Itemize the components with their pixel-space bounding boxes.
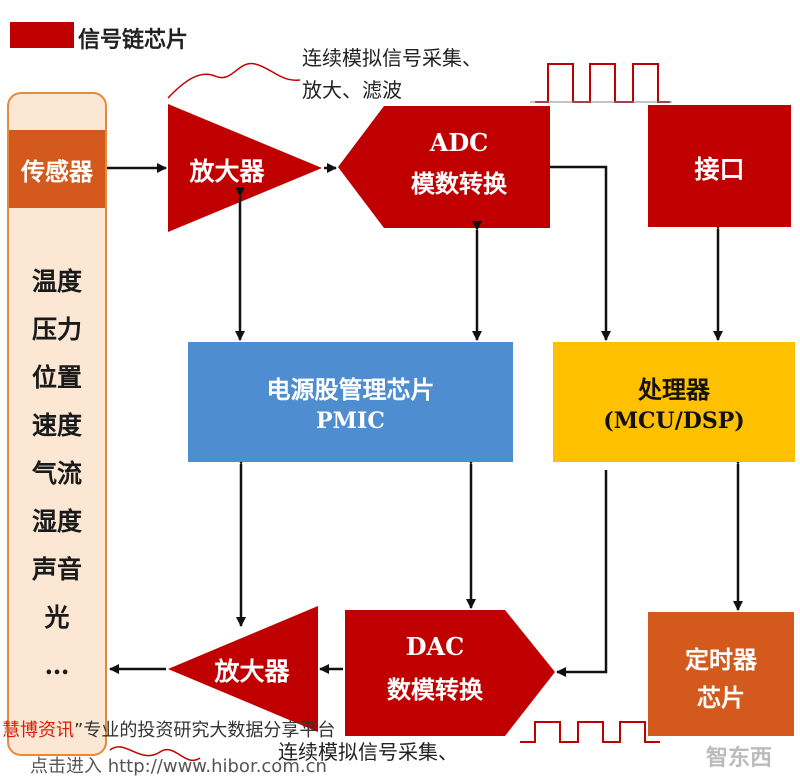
sensor-item-temperature: 温度 [31,267,82,296]
sensor-item-position: 位置 [31,363,82,392]
pmic-box [188,342,513,462]
adc-title: ADC [429,128,489,157]
processor-title: 处理器 [638,375,710,404]
amplifier-bottom-shape [168,606,318,732]
legend-swatch [10,22,74,48]
sensor-list: 温度 压力 位置 速度 气流 湿度 声音 光 … [9,258,105,690]
amplifier-bottom-label: 放大器 [214,657,290,686]
footer-quote: ” [74,720,84,741]
interface-box [648,105,791,227]
dac-subtitle: 数模转换 [387,675,483,704]
amplifier-top-shape [168,104,322,232]
processor-box [553,342,795,462]
analog-wave-bottom [109,746,201,761]
footer-slogan: 专业的投资研究大数据分享平台 [83,720,336,741]
annotation-top-line1: 连续模拟信号采集、 [302,46,482,70]
timer-subtitle: 芯片 [697,683,745,712]
arrow-processor-to-dac [556,470,608,677]
adc-shape [338,106,550,228]
legend-label: 信号链芯片 [78,27,189,53]
watermark-logo: 智东西 [706,746,773,771]
interface-label: 接口 [694,155,745,184]
digital-wave-bottom [520,721,660,743]
arrow-adc-to-processor [550,165,611,341]
digital-wave-top [535,63,670,103]
pmic-title: 电源股管理芯片 [266,375,435,404]
amplifier-top-label: 放大器 [189,157,265,186]
annotation-top-line2: 放大、滤波 [302,78,402,102]
annotation-bottom-line1: 连续模拟信号采集、 [278,740,458,764]
sensor-title: 传感器 [21,157,93,186]
analog-wave-top [167,62,301,99]
timer-box [648,612,794,736]
dac-shape [345,610,555,736]
sensor-header [9,130,105,208]
timer-title: 定时器 [685,645,757,674]
sensor-item-humidity: 湿度 [31,507,82,536]
adc-subtitle: 模数转换 [411,169,507,198]
sensor-item-more: … [44,651,70,680]
processor-subtitle: (MCU/DSP) [603,408,745,434]
sensor-item-light: 光 [44,603,70,632]
sensor-item-speed: 速度 [31,411,82,440]
footer-slogan-line: 慧博资讯”专业的投资研究大数据分享平台 [2,716,335,742]
sensor-item-pressure: 压力 [31,315,82,344]
sensor-item-sound: 声音 [31,555,82,584]
footer-link[interactable]: 点击进入 http://www.hibor.com.cn [30,756,327,777]
pmic-subtitle: PMIC [316,408,385,434]
footer-brand: 慧博资讯 [2,720,74,741]
sensor-item-airflow: 气流 [31,459,82,488]
dac-title: DAC [405,632,465,661]
